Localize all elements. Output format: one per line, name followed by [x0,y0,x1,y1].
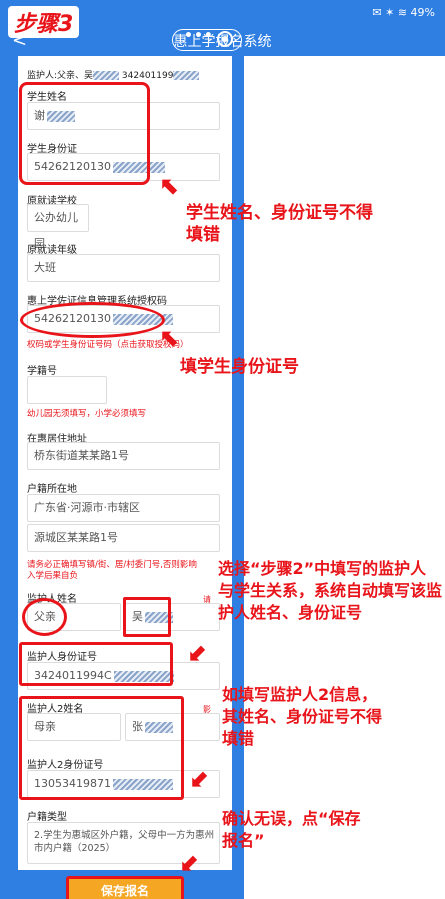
orig-grade-label: 原就读年级 [27,245,77,256]
redaction [93,71,120,80]
redaction [173,71,200,80]
guardian2-id-label: 监护人2身份证号 [27,760,104,771]
guardian1-id-label: 监护人身份证号 [27,652,97,663]
guardian1-surname-value: 吴 [132,610,143,623]
student-id-label: 学生身份证 [27,144,77,155]
more-icon[interactable]: ••• [184,28,214,44]
guardian2-id-value: 13053419871 [34,777,111,790]
highlight-guardian1-id [19,642,173,686]
guardian2-name-label: 监护人2姓名 [27,704,84,715]
guardian-summary-text: 监护人:父亲、吴 [27,71,94,81]
residence-input[interactable]: 桥东街道某某路1号 [27,442,220,470]
annotation-save: 确认无误，点“保存报名” [222,809,361,850]
household-hint: 请务必正确填写镇/街、居/村委门号,否则影响 [27,560,197,570]
household-hint-2: 入学后果自负 [27,571,79,581]
student-id-value: 54262120130 [34,160,111,173]
student-name-value: 谢 [34,109,45,122]
household-detail-input[interactable]: 源城区某某路1号 [27,524,220,552]
redaction [112,778,173,790]
household-type-select[interactable]: 2.学生为惠城区外户籍，父母中一方为惠州市内户籍（2025） [27,822,220,864]
capsule-divider [208,33,209,47]
redaction [47,110,75,122]
annotation-guardian1: 选择“步骤2”中填写的监护人与学生关系，系统自动填写该监护人姓名、身份证号 [218,559,443,622]
guardian2-surname-value: 张 [132,720,143,733]
guardian2-id-input[interactable]: 13053419871 [27,770,220,798]
arrow-icon: ⬋ [190,764,211,792]
annotation-student-info: 学生姓名、身份证号不得填错 [186,203,373,245]
highlight-guardian1-relation [22,598,67,636]
student-no-hint: 幼儿园无须填写，小学必须填写 [27,409,147,419]
redaction [145,611,173,623]
save-button[interactable]: 保存报名 [66,876,184,899]
student-id-input[interactable]: 54262120130 [27,153,220,181]
left-frame [0,56,18,899]
close-icon[interactable] [217,31,233,47]
household-type-label: 户籍类型 [27,812,67,823]
guardian1-id-value: 3424011994C [34,669,112,682]
orig-school-input[interactable]: 公办幼儿园 [27,204,89,250]
guardian2-relation-select[interactable]: 母亲 [27,713,121,741]
household-region-select[interactable]: 广东省·河源市·市辖区 [27,494,220,522]
redaction [113,670,174,682]
guardian2-mark: 影 [203,705,211,714]
redaction [145,721,173,733]
step-tag: 步骤3 [8,6,80,38]
residence-label: 在惠居住地址 [27,434,87,445]
guardian2-surname-input[interactable]: 张 [125,713,220,741]
student-no-input[interactable] [27,376,107,404]
auth-code-hint[interactable]: 权码或学生身份证号码（点击获取授权码） [27,340,189,350]
highlight-guardian2 [19,696,184,800]
orig-grade-input[interactable]: 大班 [27,254,220,282]
guardian-summary-id: 342401199 [121,71,174,81]
arrow-icon: ⬉ [160,324,181,352]
student-no-label: 学籍号 [27,366,57,377]
status-icons: ✉ ✶ ≋ 49% [372,6,435,19]
household-label: 户籍所在地 [27,484,77,495]
highlight-student-info [19,82,150,185]
right-frame [232,56,244,899]
highlight-auth-code [20,302,165,338]
redaction [112,161,165,173]
student-name-label: 学生姓名 [27,92,67,103]
back-icon[interactable]: < [12,30,28,51]
guardian1-mark: 请 [203,595,211,604]
mini-program-capsule [172,29,242,51]
arrow-icon: ⬋ [188,638,209,666]
arrow-icon: ⬉ [160,172,181,200]
annotation-guardian2: 如填写监护人2信息，其姓名、身份证号不得填错 [222,685,383,748]
orig-school-label: 原就读学校 [27,196,77,207]
annotation-auth-code: 填学生身份证号 [180,357,299,377]
highlight-guardian1-surname [123,597,171,637]
arrow-icon: ⬋ [180,848,201,876]
guardian-summary: 监护人:父亲、吴 342401199 [27,68,200,81]
student-name-input[interactable]: 谢 [27,102,220,130]
